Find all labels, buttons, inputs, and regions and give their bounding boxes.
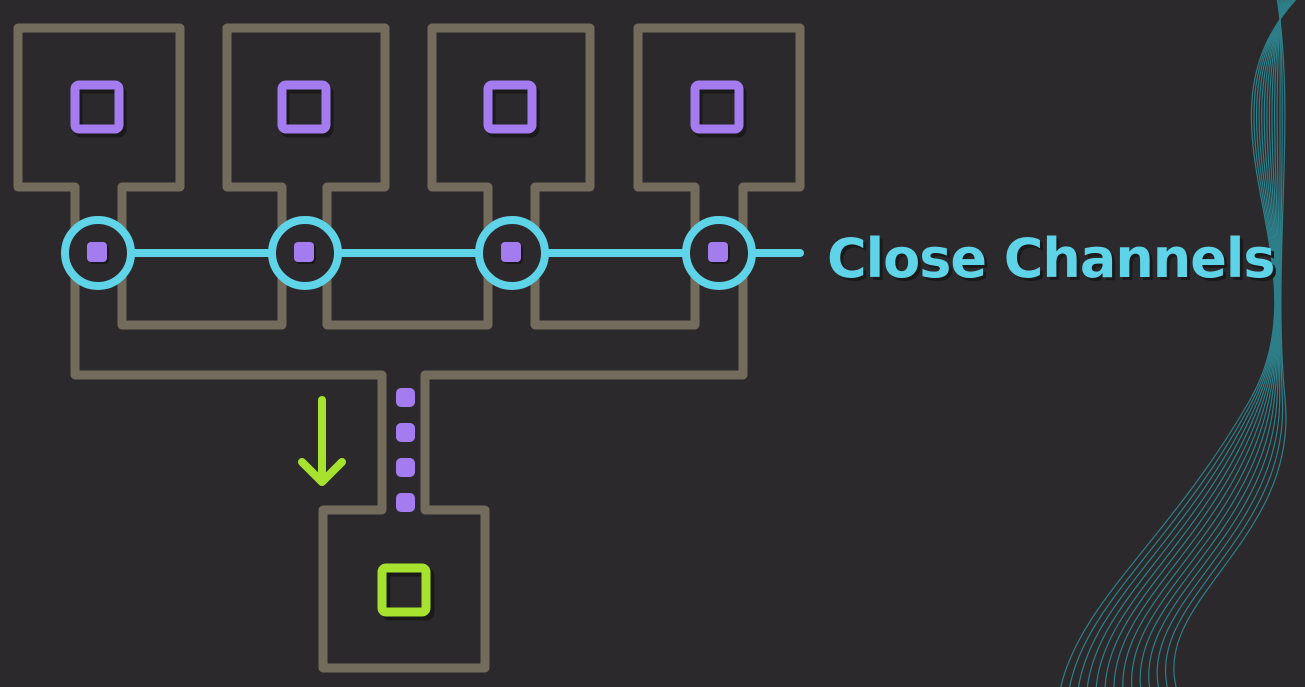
node-dot bbox=[501, 242, 521, 262]
source-box-1 bbox=[13, 23, 805, 673]
close-channels-label: Close Channels bbox=[827, 227, 1274, 290]
wave-line bbox=[1131, 0, 1286, 687]
wave-line bbox=[1165, 0, 1284, 687]
wave-line bbox=[1156, 0, 1281, 687]
funnel-dots bbox=[396, 388, 415, 512]
wave-line bbox=[1173, 0, 1287, 687]
wave-line bbox=[1060, 0, 1297, 687]
wave-line bbox=[1122, 0, 1287, 687]
node-dot bbox=[87, 242, 107, 262]
wave-line bbox=[1113, 0, 1288, 687]
wave-line bbox=[1148, 0, 1283, 687]
source-2-square bbox=[277, 80, 331, 134]
wave-line bbox=[1077, 0, 1294, 687]
source-3-square bbox=[483, 80, 537, 134]
node-dot bbox=[294, 242, 314, 262]
funnel-dot bbox=[396, 423, 415, 442]
arrow-down-icon bbox=[298, 396, 346, 486]
wave-line bbox=[1069, 0, 1296, 687]
decorative-wave-lines bbox=[1060, 0, 1297, 687]
wave-line bbox=[1104, 0, 1290, 687]
destination-square-outline bbox=[377, 563, 431, 617]
node-dot bbox=[708, 242, 728, 262]
source-1-square bbox=[70, 80, 124, 134]
funnel-dot bbox=[396, 458, 415, 477]
label-shadow: Close Channels bbox=[830, 230, 1277, 293]
funnel-dot bbox=[396, 388, 415, 407]
wave-line bbox=[1086, 0, 1293, 687]
funnel-dot bbox=[396, 493, 415, 512]
pipe-network bbox=[13, 23, 805, 673]
source-4-square bbox=[690, 80, 744, 134]
channel-line bbox=[61, 216, 804, 290]
wave-line bbox=[1095, 0, 1291, 687]
source-squares bbox=[70, 80, 747, 138]
wave-line bbox=[1139, 0, 1284, 687]
destination-square bbox=[377, 563, 435, 621]
